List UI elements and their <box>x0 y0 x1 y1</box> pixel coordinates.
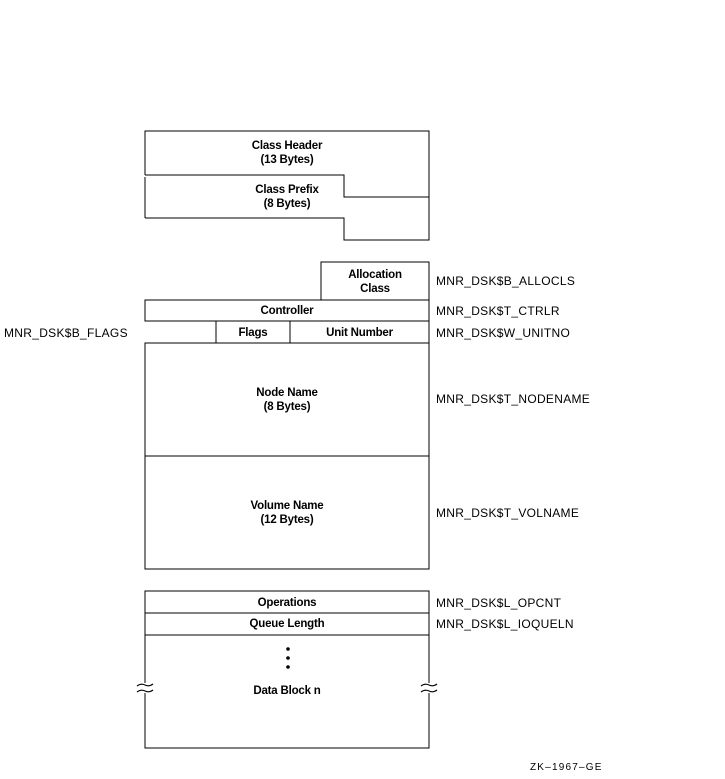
symbol-opcnt: MNR_DSK$L_OPCNT <box>436 596 562 610</box>
symbol-unitno: MNR_DSK$W_UNITNO <box>436 326 571 340</box>
unit-number-label: Unit Number <box>326 327 393 339</box>
vertical-ellipsis-icon <box>286 647 290 669</box>
ellipsis-dot <box>286 647 290 651</box>
class-header-label: Class Header (13 Bytes) <box>145 139 429 167</box>
break-mark-right-icon <box>420 683 438 693</box>
class-header-box <box>144 130 430 241</box>
data-block-box <box>144 634 430 749</box>
data-block-n-label: Data Block n <box>253 685 321 697</box>
node-name-title: Node Name <box>256 387 318 399</box>
volume-name-label: Volume Name (12 Bytes) <box>145 499 429 527</box>
symbol-ioqueln: MNR_DSK$L_IOQUELN <box>436 617 574 631</box>
allocation-class-line1: Allocation <box>348 269 402 281</box>
class-header-size: (13 Bytes) <box>260 154 314 166</box>
class-header-title: Class Header <box>251 140 323 152</box>
symbol-nodename: MNR_DSK$T_NODENAME <box>436 392 591 406</box>
operations-label: Operations <box>257 597 317 609</box>
volume-name-title: Volume Name <box>250 500 324 512</box>
node-name-label: Node Name (8 Bytes) <box>145 386 429 414</box>
symbol-volname: MNR_DSK$T_VOLNAME <box>436 506 580 520</box>
symbol-allocls: MNR_DSK$B_ALLOCLS <box>436 274 576 288</box>
symbol-flags: MNR_DSK$B_FLAGS <box>4 326 128 340</box>
node-name-size: (8 Bytes) <box>263 401 311 413</box>
class-prefix-label: Class Prefix (8 Bytes) <box>145 183 429 211</box>
allocation-class-box <box>320 261 430 300</box>
ellipsis-dot <box>286 656 290 660</box>
class-header-bottom <box>145 174 429 198</box>
allocation-class-label: Allocation Class <box>321 268 429 296</box>
figure-id: ZK–1967–GE <box>530 762 603 773</box>
allocation-class-line2: Class <box>360 283 390 295</box>
queue-length-label: Queue Length <box>249 618 325 630</box>
volume-name-size: (12 Bytes) <box>260 514 314 526</box>
symbol-ctrlr: MNR_DSK$T_CTRLR <box>436 304 560 318</box>
ellipsis-dot <box>286 665 290 669</box>
flags-label: Flags <box>238 327 268 339</box>
volume-name-box <box>144 455 430 570</box>
class-prefix-size: (8 Bytes) <box>263 198 311 210</box>
controller-label: Controller <box>260 305 314 317</box>
break-mark-left-icon <box>136 683 154 693</box>
controller-box <box>144 299 430 322</box>
class-prefix-title: Class Prefix <box>255 184 319 196</box>
